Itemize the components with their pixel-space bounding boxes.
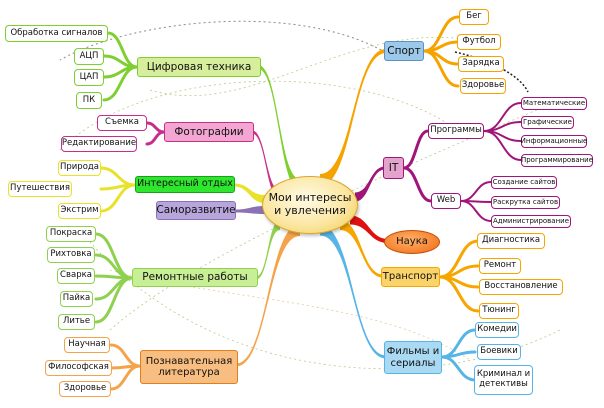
branch-it [355,166,385,202]
sub-branch-photo [145,130,166,146]
cross-link [109,269,471,361]
sub-branch-repair [94,276,134,324]
sub-branch-it-web [402,166,433,203]
lit-item-philosophy[interactable]: Философская [45,360,112,376]
branch-repair [256,220,280,280]
repair-item-welding[interactable]: Сварка [57,268,95,284]
topic-repair-works[interactable]: Ремонтные работы [132,268,258,287]
lit-item-health[interactable]: Здоровье [59,381,111,397]
topic-digital-tech[interactable]: Цифровая техника [137,57,261,77]
transport-item-restoration[interactable]: Восстановление [479,279,563,295]
repair-item-straightening[interactable]: Рихтовка [47,247,95,263]
topic-interesting-rest[interactable]: Интересный отдых [135,176,235,193]
digital-item-dac[interactable]: ЦАП [74,69,104,86]
it-programs[interactable]: Программы [428,123,484,139]
sub-branch-films [440,355,477,382]
repair-item-casting[interactable]: Литье [58,314,95,330]
branch-transport [340,220,383,278]
films-item-comedies[interactable]: Комедии [475,322,519,338]
rest-item-nature[interactable]: Природа [58,160,101,176]
web-item-create[interactable]: Создание сайтов [491,176,557,189]
sub-branch-web [460,181,492,202]
transport-item-diagnostics[interactable]: Диагностика [477,233,545,249]
sport-item-health[interactable]: Здоровье [460,78,506,94]
sub-branch-photo [145,121,166,134]
branch-nauka [350,215,388,243]
digital-item-signals[interactable]: Обработка сигналов [5,25,108,42]
branch-rest [234,183,265,203]
sub-branch-digital [102,54,139,69]
programs-item-info[interactable]: Информационные [521,135,587,148]
central-topic[interactable]: Мои интересы и увлечения [262,176,358,234]
topic-science[interactable]: Наука [384,230,440,254]
topic-it[interactable]: IT [383,157,404,179]
sub-branch-digital [102,65,139,102]
sub-branch-web [460,200,492,222]
sub-branch-it-programs [402,129,430,170]
programs-item-programming[interactable]: Программирование [521,154,593,167]
films-item-action[interactable]: Боевики [477,344,521,360]
topic-films[interactable]: Фильмы и сериалы [384,341,442,374]
sub-branch-lit [109,343,142,368]
branch-photo [252,130,280,200]
programs-item-math[interactable]: Математические [521,97,587,110]
cross-link [149,36,471,96]
films-item-crime[interactable]: Криминал и детективы [474,365,533,395]
branch-sport [320,49,386,186]
sub-branch-rest [99,183,137,213]
photo-item-shooting[interactable]: Съемка [97,115,147,131]
sub-branch-rest [99,166,137,187]
rest-item-travel[interactable]: Путешествия [8,181,72,197]
transport-item-tuning[interactable]: Тюнинг [479,303,519,319]
branch-digital [258,65,300,191]
sub-branch-transport [438,264,480,279]
sub-branch-sport [422,40,460,53]
sub-branch-programs [483,121,522,132]
photo-item-editing[interactable]: Редактирование [61,136,137,152]
sub-branch-lit [109,364,142,391]
sport-item-exercise[interactable]: Зарядка [458,56,504,72]
branch-self [235,206,265,214]
repair-item-painting[interactable]: Покраска [46,226,96,242]
web-item-promote[interactable]: Раскрутка сайтов [491,196,560,209]
sport-item-football[interactable]: Футбол [457,34,501,50]
sub-branch-programs [483,130,522,161]
cross-link [59,20,391,61]
web-item-admin[interactable]: Администрирование [491,215,571,228]
lit-item-science[interactable]: Научная [64,337,110,353]
sub-branch-transport [438,275,480,313]
topic-sport[interactable]: Спорт [384,41,424,61]
topic-transport[interactable]: Транспорт [381,267,440,287]
branch-lit [236,224,300,367]
branch-films [320,224,386,359]
repair-item-soldering[interactable]: Пайка [60,291,93,307]
programs-item-graphics[interactable]: Графические [521,116,574,129]
transport-item-repair[interactable]: Ремонт [479,258,521,274]
sub-branch-sport [422,49,460,88]
it-web[interactable]: Web [431,193,461,209]
topic-educational-literature[interactable]: Познавательная литература [140,350,238,384]
sport-item-running[interactable]: Бег [459,9,489,25]
digital-item-adc[interactable]: АЦП [74,48,104,65]
cross-link [59,80,471,151]
topic-self-development[interactable]: Саморазвитие [156,201,236,220]
rest-item-extreme[interactable]: Экстрим [58,203,101,219]
digital-item-pc[interactable]: ПК [76,92,102,109]
topic-photo[interactable]: Фотографии [164,122,254,142]
